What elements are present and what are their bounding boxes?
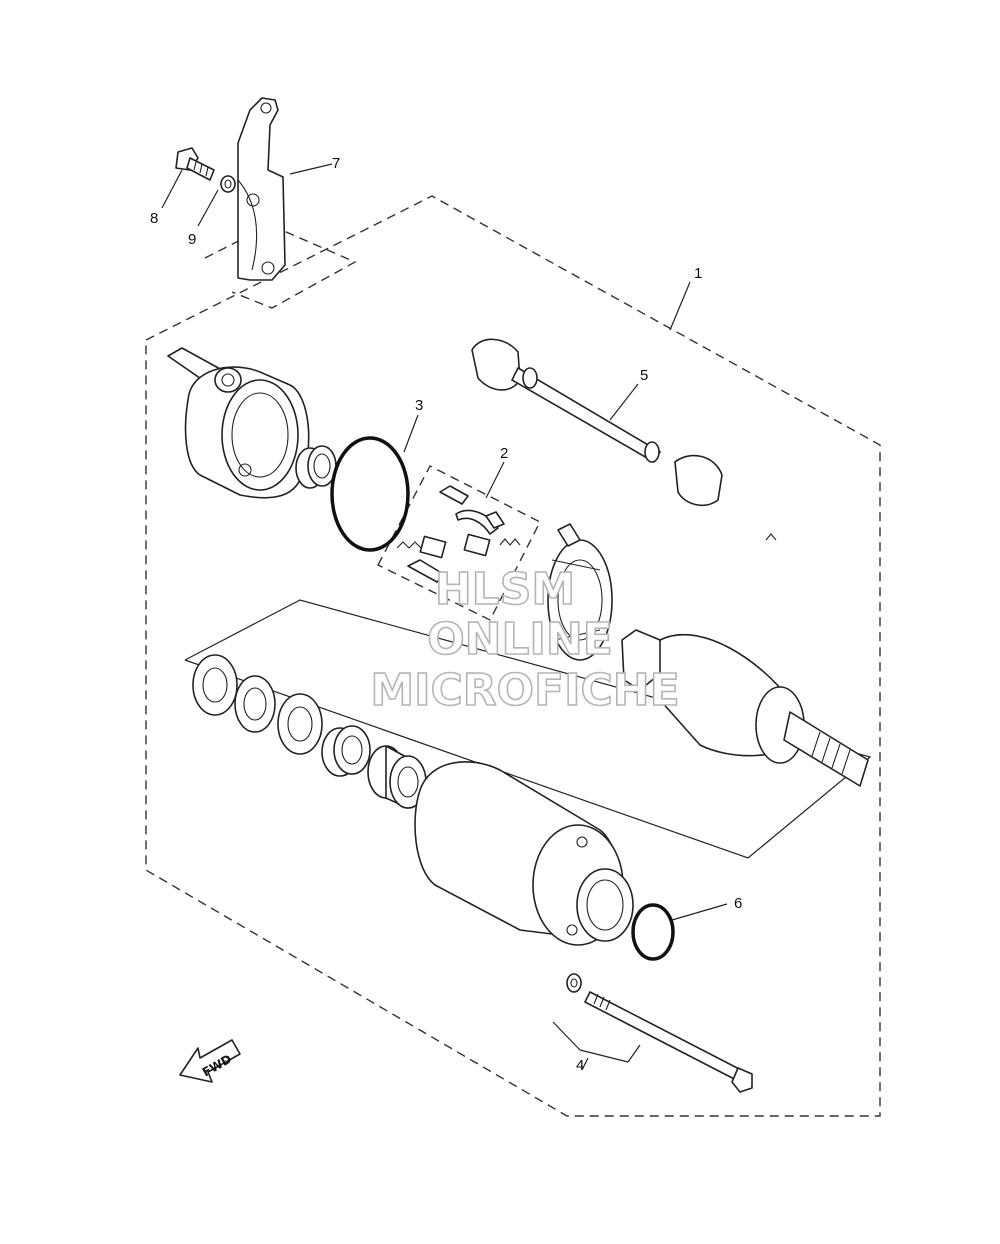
callout-3: 3 (415, 397, 423, 414)
yoke-housing (414, 761, 634, 946)
starter-assembly-outline (145, 195, 881, 1117)
callout-leaders (161, 163, 728, 1071)
callout-1: 1 (694, 265, 702, 282)
oil-seal (321, 725, 371, 777)
armature (621, 629, 869, 787)
bracket (237, 97, 286, 281)
callout-2: 2 (500, 445, 508, 462)
o-ring-3 (330, 436, 410, 552)
forward-direction-arrow: FWD (179, 1039, 241, 1083)
callout-8: 8 (150, 210, 158, 227)
rear-cover (167, 347, 310, 499)
callout-6: 6 (734, 895, 742, 912)
callout-9: 9 (188, 231, 196, 248)
watermark: HLSM ONLINE MICROFICHE (370, 563, 681, 717)
callout-5: 5 (640, 367, 648, 384)
callout-4: 4 (576, 1057, 584, 1074)
watermark-line-1: HLSM (435, 564, 575, 615)
callout-7: 7 (332, 155, 340, 172)
brush-set-2 (396, 485, 777, 583)
watermark-line-3: MICROFICHE (370, 665, 679, 716)
cover-bushing (295, 445, 337, 489)
o-ring-6 (631, 903, 675, 961)
bolt-8 (175, 147, 215, 181)
armature-group-bracket (184, 599, 872, 859)
through-bolt-4 (566, 973, 753, 1093)
rod-5 (471, 338, 723, 507)
brush-plate (547, 523, 613, 661)
watermark-line-2: ONLINE (427, 614, 613, 665)
washer-stack (192, 654, 323, 755)
washer-9 (220, 175, 236, 193)
needle-bearing (367, 745, 427, 809)
